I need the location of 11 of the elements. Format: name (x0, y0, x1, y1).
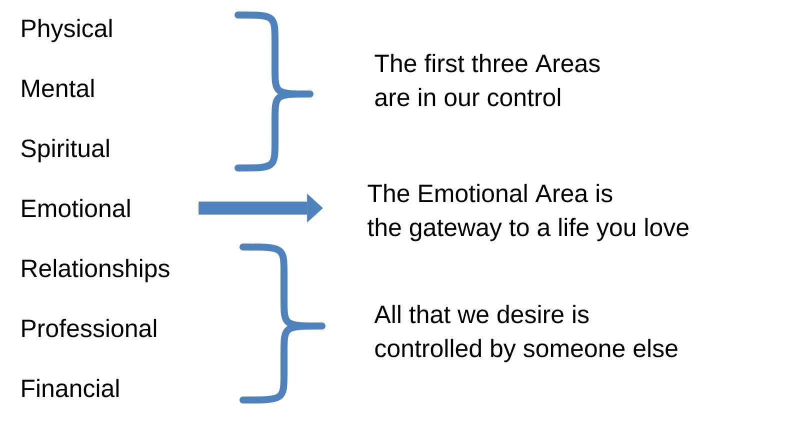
note-text: All that we desire is controlled by someone else (374, 304, 678, 362)
area-label: Professional (22, 318, 156, 338)
arrow (198, 194, 323, 223)
note-text: The first three Areas are in our control (374, 54, 600, 106)
note-text: The Emotional Area is the gateway to a life you love (368, 184, 688, 242)
area-label: Emotional (22, 198, 130, 218)
area-label: Physical (22, 18, 112, 42)
area-label: Financial (22, 378, 119, 398)
area-label: Spiritual (21, 138, 109, 162)
area-label: Relationships (22, 258, 170, 282)
area-label: Mental (22, 78, 94, 98)
